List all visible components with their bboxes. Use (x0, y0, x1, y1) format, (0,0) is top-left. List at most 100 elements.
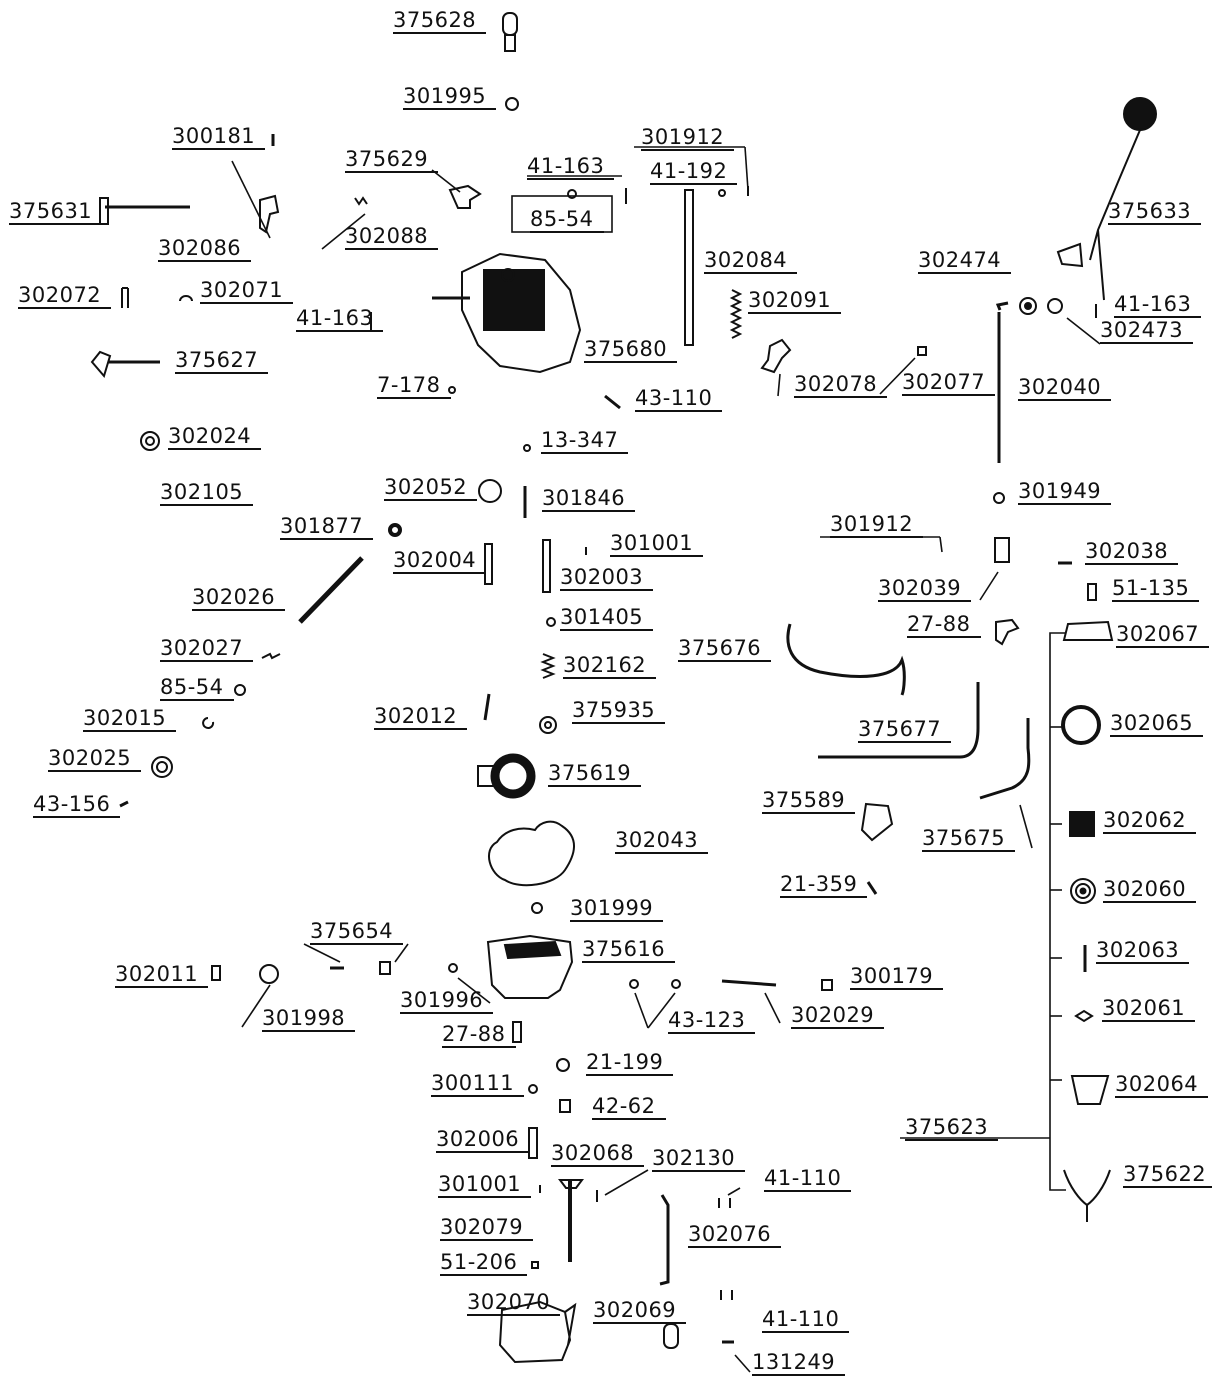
part-label: 302004 (393, 548, 487, 574)
part-label: 41-192 (650, 159, 738, 185)
rod-part (298, 556, 364, 624)
part-label: 302029 (791, 1003, 885, 1029)
part-label: 301912 (830, 512, 924, 538)
part-label: 302077 (902, 370, 996, 396)
clip-part (179, 295, 193, 302)
pump-part (860, 802, 894, 842)
part-label: 302026 (192, 585, 286, 611)
washer-part (151, 756, 173, 778)
leader-line (303, 943, 341, 963)
part-label: 85-54 (530, 207, 604, 233)
cover-plate (564, 1302, 577, 1346)
spring-part (261, 652, 281, 660)
leader-line (1019, 804, 1033, 849)
screw-part (119, 800, 129, 808)
carburetor-bowl (486, 934, 574, 999)
washer-part (546, 617, 556, 627)
washer-part (523, 444, 531, 452)
part-label: 302012 (374, 704, 468, 730)
knob-part (1123, 97, 1157, 131)
bulb-part (502, 12, 518, 36)
carburetor-body (483, 269, 545, 331)
part-label: 302011 (115, 962, 209, 988)
leader-line (394, 943, 409, 963)
part-label: 375677 (858, 717, 952, 743)
part-label: 375616 (582, 937, 676, 963)
rod-part (558, 1179, 584, 1189)
washer-part (528, 1084, 538, 1094)
part-label: 302070 (467, 1290, 561, 1316)
part-label: 302061 (1102, 996, 1196, 1022)
part-label: 302006 (436, 1127, 530, 1153)
part-label: 375623 (905, 1115, 999, 1141)
screw-part (866, 881, 878, 895)
screw-part (379, 961, 391, 975)
part-label: 302052 (384, 475, 478, 501)
part-label: 41-110 (762, 1307, 850, 1333)
part-label: 51-135 (1112, 576, 1200, 602)
part-label: 301877 (280, 514, 374, 540)
leader-line (1066, 317, 1101, 345)
washer-part (478, 479, 502, 503)
washer-part (556, 1058, 570, 1072)
part-label: 43-123 (668, 1008, 756, 1034)
part-label: 43-110 (635, 386, 723, 412)
ring-part (1070, 878, 1096, 904)
part-label: 302043 (615, 828, 709, 854)
part-label: 301001 (610, 531, 704, 557)
washer-part (531, 902, 543, 914)
washer-part (156, 761, 168, 773)
washer-part (259, 964, 279, 984)
part-label: 302130 (652, 1146, 746, 1172)
clip-part (202, 717, 215, 729)
leader-line (879, 357, 916, 395)
washer-part (234, 684, 246, 696)
part-label: 302038 (1085, 539, 1179, 565)
washer-part (993, 492, 1005, 504)
washer-part (448, 963, 458, 973)
filter-part (1069, 811, 1095, 837)
parts-illustrations (90, 12, 1157, 1364)
part-label: 302071 (200, 278, 294, 304)
part-label: 302064 (1115, 1072, 1209, 1098)
leader-line (764, 992, 781, 1024)
part-label: 42-62 (592, 1094, 666, 1120)
part-label: 302025 (48, 746, 142, 772)
ring-part (1079, 887, 1087, 895)
washer-part (1047, 298, 1063, 314)
lever-part (448, 184, 482, 209)
part-label: 375629 (345, 147, 439, 173)
part-label: 375633 (1108, 199, 1202, 225)
part-label: 301912 (641, 125, 735, 151)
rod-part (542, 539, 551, 593)
leader-line (777, 373, 781, 397)
part-label: 302063 (1096, 938, 1190, 964)
washer-part (140, 431, 160, 451)
rod-part (484, 543, 493, 585)
part-label: 375935 (572, 698, 666, 724)
part-label: 375654 (310, 919, 404, 945)
part-label: 302473 (1100, 318, 1194, 344)
part-label: 21-359 (780, 872, 868, 898)
handle-part (1056, 129, 1141, 301)
part-label: 375589 (762, 788, 856, 814)
spring-part (354, 196, 368, 206)
lever-part (760, 338, 792, 374)
part-label: 302003 (560, 565, 654, 591)
part-label: 302162 (563, 653, 657, 679)
seal-part (477, 765, 497, 787)
part-label: 302060 (1103, 877, 1197, 903)
washer-part (388, 523, 402, 537)
lever-part (259, 194, 280, 234)
screw-part (531, 1261, 539, 1269)
part-label: 301405 (560, 605, 654, 631)
part-label: 41-163 (1114, 292, 1202, 318)
washer-part (567, 189, 577, 199)
part-label: 375631 (9, 199, 103, 225)
carburetor-bowl (503, 940, 562, 960)
carburetor-body (461, 252, 582, 374)
washer-part (544, 721, 552, 729)
screw-part (821, 979, 833, 991)
washer-part (629, 979, 639, 989)
